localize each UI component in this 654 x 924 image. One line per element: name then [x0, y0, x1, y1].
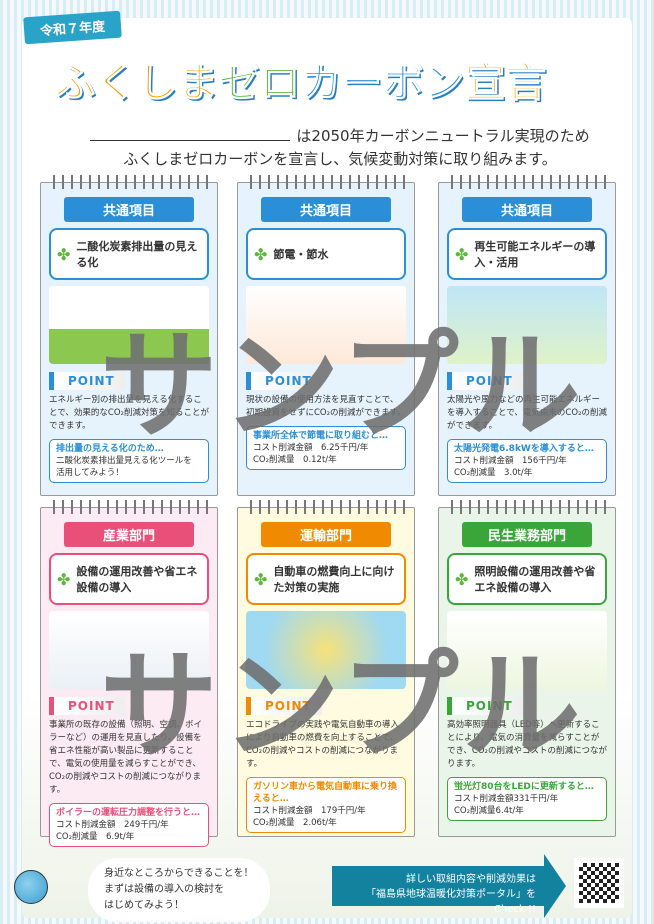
- clover-icon: ✤: [57, 569, 71, 589]
- illustration: [246, 286, 406, 364]
- result-title: ガソリン車から電気自動車に乗り換えると…: [253, 782, 398, 804]
- clover-icon: ✤: [57, 244, 71, 264]
- result-box: 太陽光発電6.8kWを導入すると… コスト削減金額 156千円/年 CO₂削減量 3…: [447, 439, 607, 483]
- declaration: は2050年カーボンニュートラル実現のため ふくしまゼロカーボンを宣言し、気候変…: [60, 125, 620, 171]
- point-label: POINT: [447, 372, 523, 390]
- category-label: 共通項目: [261, 197, 391, 222]
- result-title: ボイラーの運転圧力調整を行うと…: [56, 808, 201, 818]
- illustration: [447, 286, 607, 364]
- globe-mascot-icon: [14, 870, 48, 904]
- point-label: POINT: [49, 697, 125, 715]
- description: 高効率照明器具（LED等）へ更新することにより、電気の消費量を減らすことができ、…: [447, 720, 607, 769]
- measure-title: 照明設備の運用改善や省エネ設備の導入: [474, 565, 596, 594]
- title-box: ✤照明設備の運用改善や省エネ設備の導入: [447, 553, 607, 605]
- result-line: 二酸化炭素排出量見える化ツールを: [56, 456, 192, 466]
- result-line: CO₂削減量6.4t/年: [454, 806, 524, 816]
- result-line: CO₂削減量 0.12t/年: [253, 455, 337, 465]
- result-line: コスト削減金額 156千円/年: [454, 456, 567, 466]
- description: 太陽光や風力などの再生可能エネルギーを導入することで、電気由来のCO₂の削減がで…: [447, 395, 607, 431]
- spiral-binding: [447, 175, 607, 189]
- illustration: [246, 611, 406, 689]
- description: 事業所の既存の設備（照明、空調、ボイラーなど）の運用を見直したり、設備を省エネ性…: [49, 720, 203, 795]
- illustration: [49, 286, 209, 364]
- category-label: 共通項目: [462, 197, 592, 222]
- speech-bubble: 身近なところからできることを！まずは設備の導入の検討をはじめてみよう！: [88, 858, 270, 922]
- result-title: 事業所全体で節電に取り組むと…: [253, 431, 389, 441]
- measure-card: 共通項目 ✤ 節電・節水 POINT 現状の設備の使用方法を見直すことで、初期投資…: [237, 175, 415, 496]
- point-label: POINT: [246, 372, 322, 390]
- description: エネルギー別の排出量を見える化することで、効果的なCO₂削減対策を知ることができ…: [49, 395, 209, 431]
- title-box: ✤再生可能エネルギーの導入・活用: [447, 228, 607, 280]
- point-label: POINT: [49, 372, 125, 390]
- clover-icon: ✤: [254, 244, 268, 264]
- result-title: 太陽光発電6.8kWを導入すると…: [454, 444, 594, 454]
- name-blank[interactable]: [90, 140, 291, 141]
- illustration: [447, 611, 607, 689]
- title-box: ✤設備の運用改善や省エネ設備の導入: [49, 553, 209, 605]
- category-label: 運輸部門: [261, 522, 391, 547]
- category-label: 共通項目: [64, 197, 194, 222]
- result-box: 排出量の見える化のため… 二酸化炭素排出量見える化ツールを活用してみよう！: [49, 439, 209, 483]
- spiral-binding: [246, 500, 406, 514]
- measure-card: 運輸部門 ✤自動車の燃費向上に向けた対策の実施 POINT エコドライブの実践や…: [237, 500, 415, 837]
- point-label: POINT: [246, 697, 322, 715]
- measure-title: 節電・節水: [273, 248, 329, 261]
- page-title: ふくしまゼロカーボン宣言: [55, 60, 547, 107]
- result-box: ガソリン車から電気自動車に乗り換えると… コスト削減金額 179千円/年 CO₂削減…: [246, 777, 406, 833]
- portal-link-arrow[interactable]: 詳しい取組内容や削減効果は「福島県地球温暖化対策ポータル」を Check !!: [332, 854, 566, 918]
- illustration: [49, 611, 209, 689]
- measure-card: 産業部門 ✤設備の運用改善や省エネ設備の導入 POINT 事業所の既存の設備（照…: [40, 500, 218, 847]
- result-line: CO₂削減量 6.9t/年: [56, 832, 135, 842]
- title-box: ✤二酸化炭素排出量の見える化: [49, 228, 209, 280]
- description: エコドライブの実践や電気自動車の導入により自動車の燃費を向上することで、CO₂の…: [246, 720, 400, 769]
- result-line: CO₂削減量 3.0t/年: [454, 468, 533, 478]
- result-box: 事業所全体で節電に取り組むと… コスト削減金額 6.25千円/年 CO₂削減量 0.…: [246, 426, 406, 470]
- title-box: ✤自動車の燃費向上に向けた対策の実施: [246, 553, 406, 605]
- spiral-binding: [447, 500, 607, 514]
- measure-title: 二酸化炭素排出量の見える化: [76, 240, 198, 269]
- spiral-binding: [49, 175, 209, 189]
- result-title: 排出量の見える化のため…: [56, 444, 164, 454]
- result-box: 蛍光灯80台をLEDに更新すると… コスト削減金額331千円/年 CO₂削減量6.4…: [447, 777, 607, 821]
- measure-title: 設備の運用改善や省エネ設備の導入: [76, 565, 198, 594]
- measure-card: 共通項目 ✤再生可能エネルギーの導入・活用 POINT 太陽光や風力などの再生可…: [438, 175, 616, 496]
- description: 現状の設備の使用方法を見直すことで、初期投資をせずにCO₂の削減ができます。: [246, 395, 406, 418]
- spiral-binding: [246, 175, 406, 189]
- category-label: 産業部門: [64, 522, 194, 547]
- result-title: 蛍光灯80台をLEDに更新すると…: [454, 782, 594, 792]
- measure-card: 共通項目 ✤二酸化炭素排出量の見える化 POINT エネルギー別の排出量を見える…: [40, 175, 218, 496]
- result-line: コスト削減金額 6.25千円/年: [253, 443, 369, 453]
- clover-icon: ✤: [455, 244, 469, 264]
- point-label: POINT: [447, 697, 523, 715]
- clover-icon: ✤: [254, 569, 268, 589]
- measure-title: 再生可能エネルギーの導入・活用: [474, 240, 596, 269]
- title-box: ✤ 節電・節水: [246, 228, 406, 280]
- spiral-binding: [49, 500, 209, 514]
- measure-card: 民生業務部門 ✤照明設備の運用改善や省エネ設備の導入 POINT 高効率照明器具…: [438, 500, 616, 837]
- result-line: コスト削減金額331千円/年: [454, 794, 559, 804]
- measure-title: 自動車の燃費向上に向けた対策の実施: [273, 565, 395, 594]
- qr-code[interactable]: [574, 858, 624, 908]
- result-line: CO₂削減量 2.06t/年: [253, 818, 337, 828]
- result-box: ボイラーの運転圧力調整を行うと… コスト削減金額 249千円/年 CO₂削減量 6.…: [49, 803, 209, 847]
- clover-icon: ✤: [455, 569, 469, 589]
- result-line: コスト削減金額 249千円/年: [56, 820, 169, 830]
- category-label: 民生業務部門: [462, 522, 592, 547]
- result-line: コスト削減金額 179千円/年: [253, 806, 366, 816]
- result-line: 活用してみよう！: [56, 468, 124, 478]
